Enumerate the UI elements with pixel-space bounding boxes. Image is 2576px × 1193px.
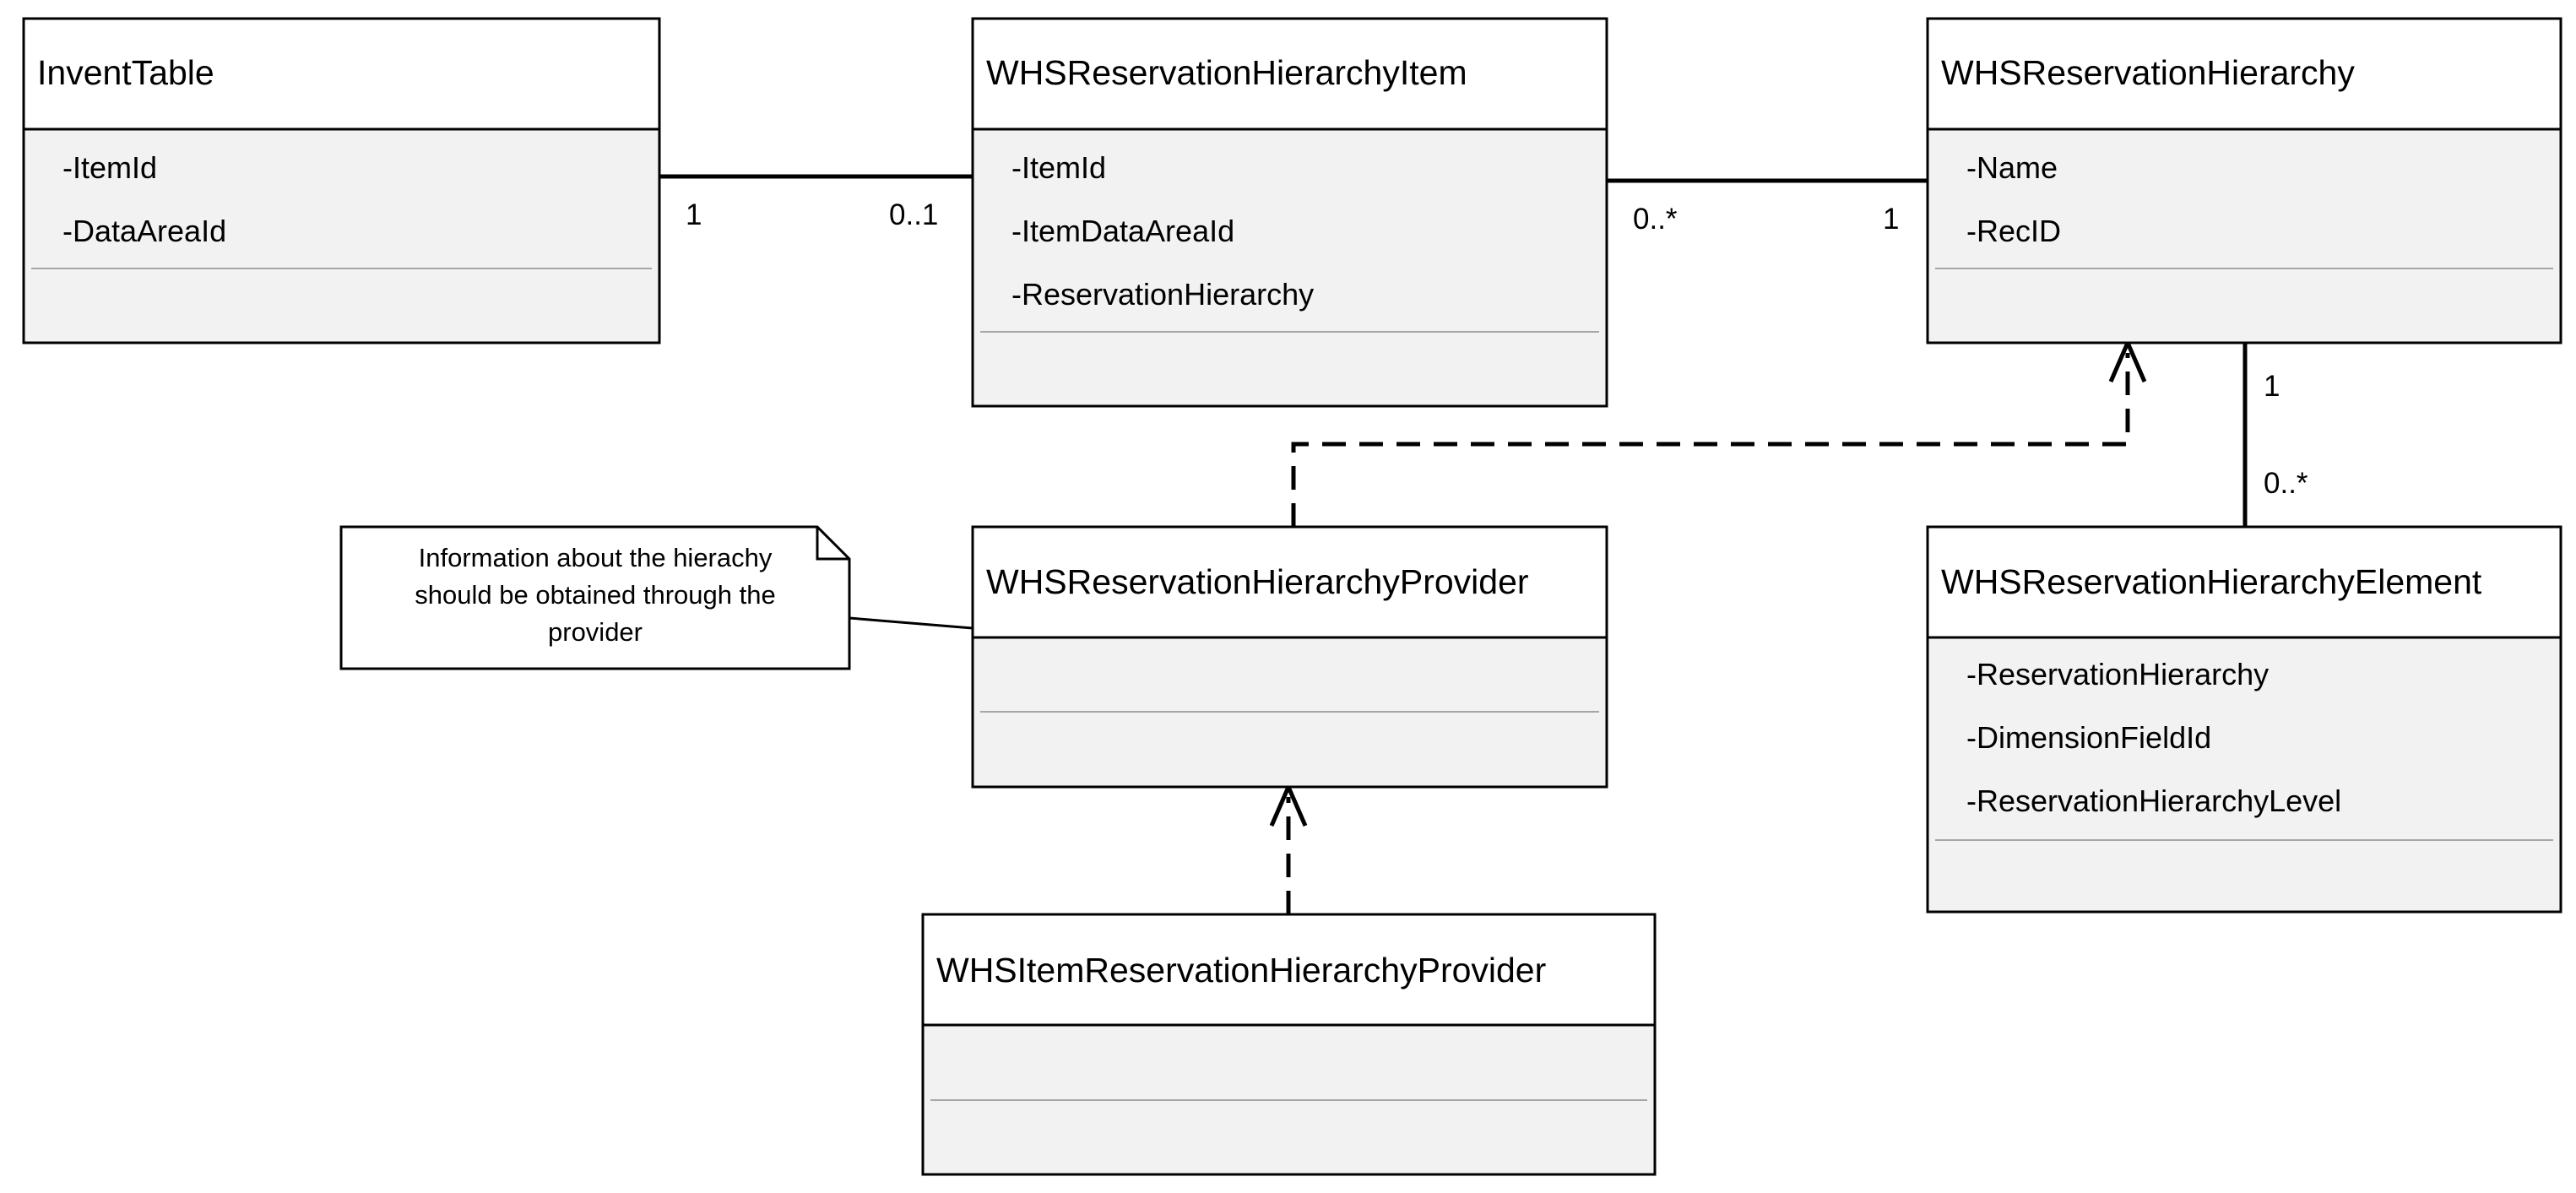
class-attribute: -ItemId [1011,150,1106,185]
multiplicity-label: 1 [2264,370,2280,403]
class-attributes-box [971,127,1608,408]
class-attribute: -ItemDataAreaId [1011,214,1234,248]
class-attribute: -ReservationHierarchy [1011,277,1314,312]
note-fold [816,527,849,561]
class-attributes-box [1926,636,2562,914]
multiplicity-label: 1 [1883,203,1899,236]
note-shape [339,525,851,670]
class-name: WHSReservationHierarchy [1941,53,2355,92]
dependency-line-provider-hierarchy [1291,353,2130,527]
class-reservation-hierarchy[interactable]: WHSReservationHierarchy -Name -RecID [1926,17,2562,344]
class-item-reservation-hierarchy-provider[interactable]: WHSItemReservationHierarchyProvider [921,913,1657,1176]
class-name: InventTable [37,53,214,92]
class-title-box [22,17,661,131]
multiplicity-label: 0..* [1633,203,1678,236]
class-attribute: -ItemId [62,150,157,185]
class-title-box [1926,525,2562,639]
note-line: Information about the hierachy [419,543,773,572]
class-invent-table[interactable]: InventTable -ItemId -DataAreaId [22,17,661,344]
class-reservation-hierarchy-item[interactable]: WHSReservationHierarchyItem -ItemId -Ite… [971,17,1608,408]
class-attribute: -RecID [1966,214,2061,248]
class-name: WHSItemReservationHierarchyProvider [936,951,1546,990]
class-attribute: -DimensionFieldId [1966,720,2211,755]
multiplicity-label: 0..* [2264,467,2308,500]
class-title-box [971,525,1608,639]
note[interactable]: Information about the hierachy should be… [339,525,851,670]
class-attribute: -Name [1966,150,2058,185]
note-line: provider [548,617,643,647]
class-attribute: -ReservationHierarchy [1966,657,2269,691]
class-title-box [971,17,1608,131]
class-name: WHSReservationHierarchyElement [1941,562,2482,601]
class-attribute: -DataAreaId [62,214,226,248]
class-attribute: -ReservationHierarchyLevel [1966,784,2341,818]
multiplicity-label: 1 [686,198,702,231]
note-connector [849,616,973,630]
note-line: should be obtained through the [415,580,775,610]
class-title-box [921,913,1657,1027]
multiplicity-label: 0..1 [889,198,938,231]
class-reservation-hierarchy-element[interactable]: WHSReservationHierarchyElement -Reservat… [1926,525,2562,914]
class-attributes-box [22,127,661,344]
class-name: WHSReservationHierarchyItem [986,53,1467,92]
class-name: WHSReservationHierarchyProvider [986,562,1529,601]
class-reservation-hierarchy-provider[interactable]: WHSReservationHierarchyProvider [971,525,1608,789]
class-attributes-box [1926,127,2562,344]
